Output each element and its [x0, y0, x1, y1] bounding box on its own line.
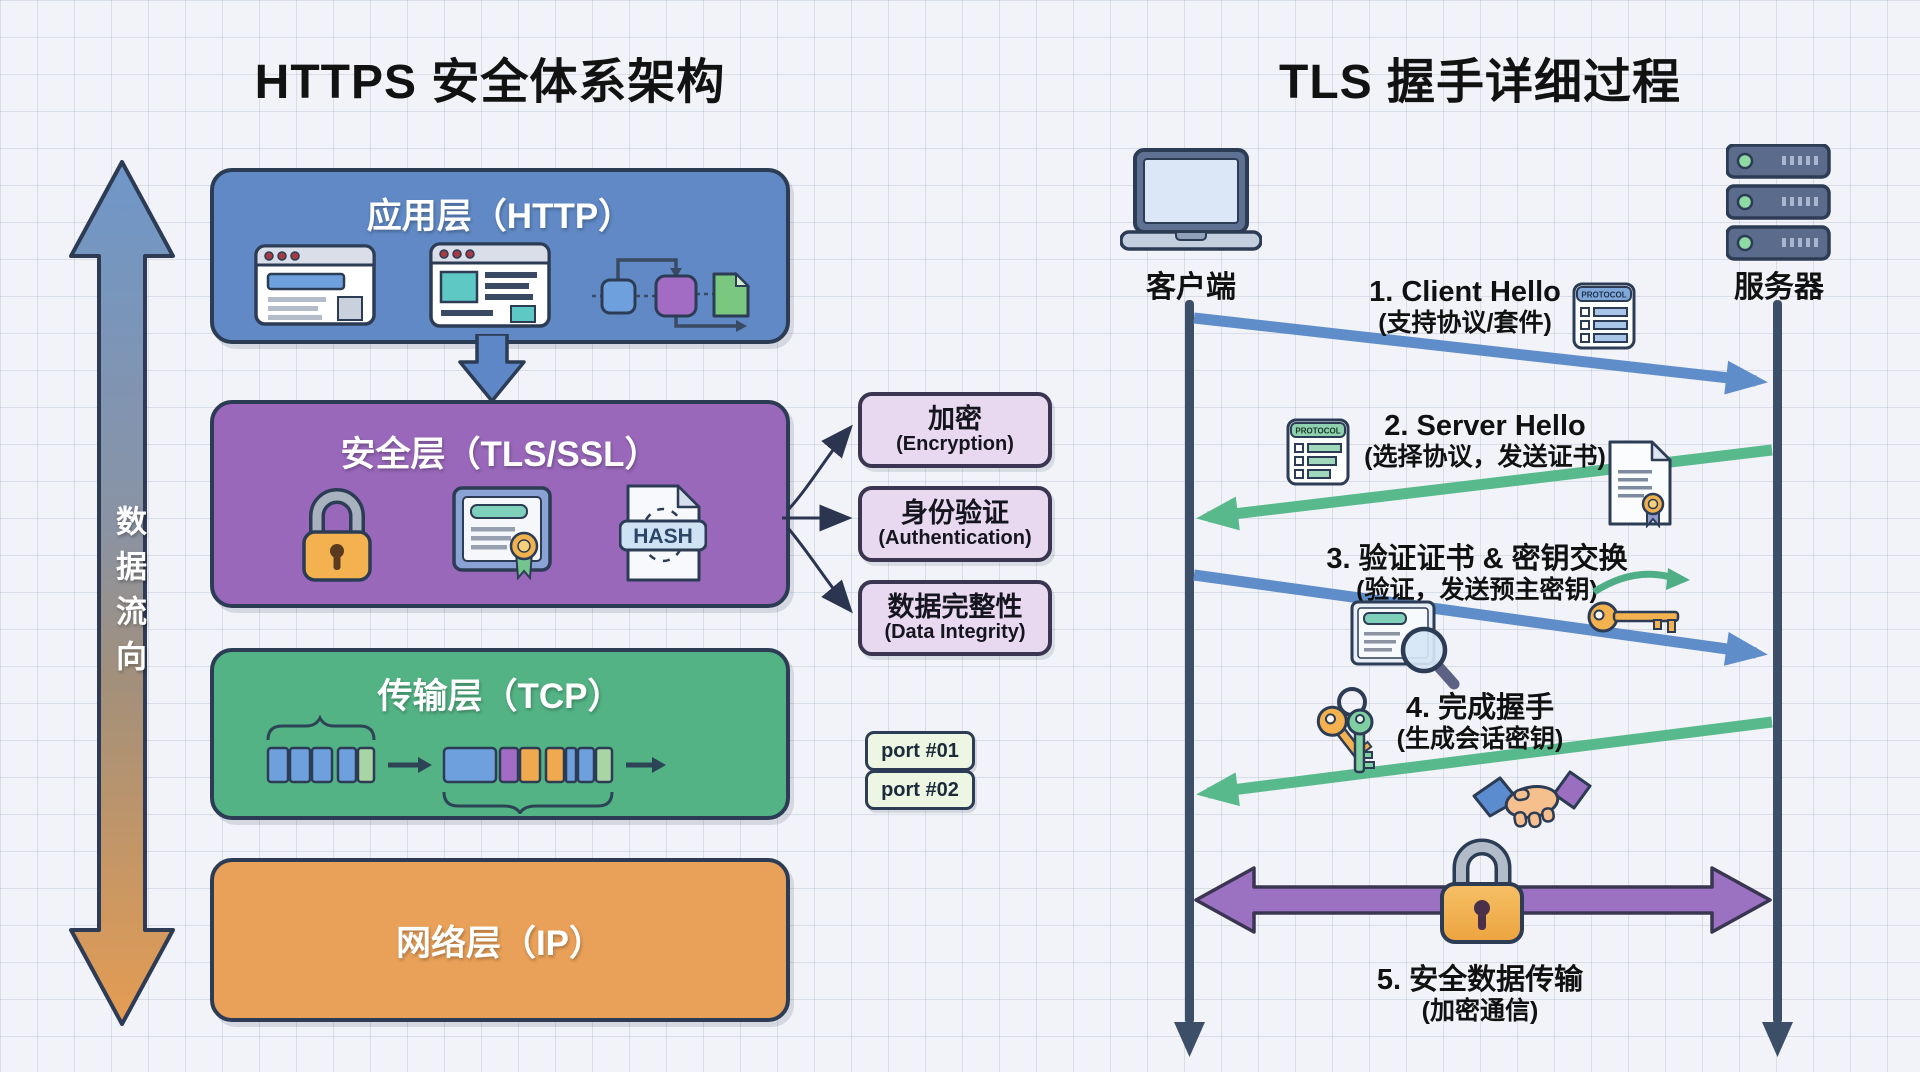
callout-authentication: 身份验证 (Authentication): [858, 486, 1052, 562]
left-title: HTTPS 安全体系架构: [254, 56, 726, 109]
step-4-title: 4. 完成握手: [1405, 692, 1555, 724]
layer-transport-label: 传输层（TCP）: [377, 677, 623, 716]
certificate-doc-icon: [1608, 440, 1672, 528]
secure-channel-lock-icon: [1440, 838, 1524, 944]
callout-authentication-en: (Authentication): [878, 527, 1032, 550]
certificate-icon: [452, 486, 552, 581]
callout-authentication-zh: 身份验证: [901, 497, 1009, 528]
data-flow-label: 数据流向: [111, 505, 146, 685]
protocol-doc-icon-green: PROTOCOL: [1286, 418, 1350, 486]
server-icon: [1726, 144, 1831, 261]
port-02-label: port #02: [865, 770, 975, 810]
layer-security-label: 安全层（TLS/SSL）: [340, 435, 660, 474]
client-lifeline-arrowhead: [1174, 1022, 1205, 1057]
hash-file-icon: HASH: [619, 484, 707, 582]
step-3-label: 3. 验证证书 & 密钥交换 (验证，发送预主密钥): [1287, 543, 1667, 605]
hash-label: HASH: [633, 525, 693, 548]
callout-encryption: 加密 (Encryption): [858, 392, 1052, 468]
security-callout-connectors: [782, 424, 853, 614]
arrow-finish-handshake: [1196, 716, 1773, 807]
arrow-client-hello: [1193, 312, 1768, 395]
step-1-subtitle: (支持协议/套件): [1378, 309, 1552, 338]
browser-window-icon: [429, 242, 551, 328]
protocol-text: PROTOCOL: [1295, 427, 1340, 436]
step-1-label: 1. Client Hello (支持协议/套件): [1325, 276, 1605, 338]
handshake-icon: [1472, 770, 1592, 829]
step-2-label: 2. Server Hello (选择协议，发送证书): [1335, 410, 1635, 472]
arrow-key-exchange: [1193, 569, 1768, 666]
layer-application-label: 应用层（HTTP）: [366, 197, 634, 236]
protocol-doc-icon-blue: PROTOCOL: [1572, 282, 1636, 350]
right-title: TLS 握手详细过程: [1279, 56, 1681, 109]
certificate-verify-icon: [1350, 600, 1460, 690]
callout-encryption-zh: 加密: [928, 403, 982, 434]
callout-encryption-en: (Encryption): [896, 433, 1014, 456]
session-keys-icon: [1316, 687, 1375, 774]
step-4-label: 4. 完成握手 (生成会话密钥): [1330, 692, 1630, 754]
flow-diagram-icon: [592, 258, 751, 332]
step-5-subtitle: (加密通信): [1421, 997, 1539, 1026]
layer-transport: 传输层（TCP） port #01 port #02: [210, 648, 975, 820]
tcp-segments-graphic: [266, 714, 666, 814]
server-label: 服务器: [1734, 271, 1824, 304]
key-exchange-icon: [1587, 568, 1690, 633]
arrow-server-hello: [1196, 444, 1773, 531]
server-lifeline-arrowhead: [1762, 1022, 1793, 1057]
data-flow-arrow: [69, 160, 175, 1026]
browser-window-icon: [254, 244, 376, 326]
step-2-title: 2. Server Hello: [1384, 410, 1586, 442]
callout-data-integrity-zh: 数据完整性: [887, 591, 1023, 622]
laptop-icon: [1120, 148, 1262, 251]
step-5-title: 5. 安全数据传输: [1376, 964, 1584, 996]
padlock-icon: [302, 488, 372, 582]
callout-data-integrity-en: (Data Integrity): [884, 621, 1026, 644]
step-1-title: 1. Client Hello: [1369, 276, 1561, 308]
step-3-title: 3. 验证证书 & 密钥交换: [1326, 543, 1628, 575]
layer-network: 网络层（IP）: [210, 858, 790, 1022]
step-5-label: 5. 安全数据传输 (加密通信): [1320, 964, 1640, 1026]
server-lifeline: [1773, 300, 1782, 1024]
layer-security: 安全层（TLS/SSL） HASH: [210, 400, 790, 608]
protocol-text: PROTOCOL: [1581, 291, 1626, 300]
layer-application: 应用层（HTTP）: [210, 168, 790, 344]
client-lifeline: [1185, 300, 1194, 1024]
step-3-subtitle: (验证，发送预主密钥): [1356, 576, 1598, 605]
client-label: 客户端: [1146, 271, 1236, 304]
step-4-subtitle: (生成会话密钥): [1396, 725, 1564, 754]
port-01-label: port #01: [865, 731, 975, 771]
down-arrow-connector: [458, 334, 526, 403]
callout-data-integrity: 数据完整性 (Data Integrity): [858, 580, 1052, 656]
step-2-subtitle: (选择协议，发送证书): [1364, 443, 1606, 472]
layer-network-label: 网络层（IP）: [395, 923, 605, 963]
